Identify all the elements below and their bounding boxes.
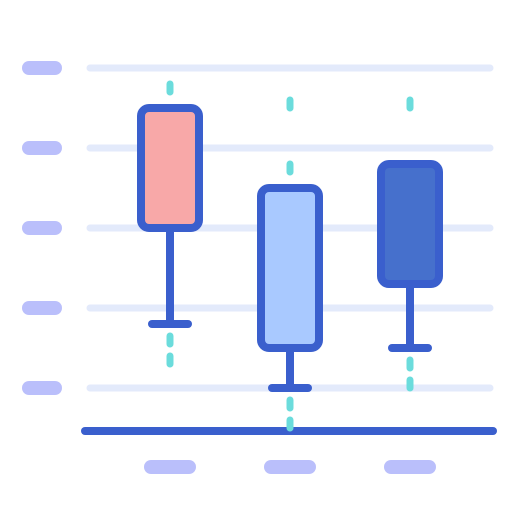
y-tick-label-3	[22, 221, 62, 235]
y-tick-label-5	[22, 61, 62, 75]
candle-2-body	[257, 184, 323, 352]
x-tick-label-1	[144, 460, 196, 474]
candle-3-body	[377, 160, 443, 288]
x-tick-label-3	[384, 460, 436, 474]
y-tick-label-4	[22, 141, 62, 155]
x-tick-label-2	[264, 460, 316, 474]
y-tick-label-1	[22, 381, 62, 395]
y-tick-label-2	[22, 301, 62, 315]
candle-1-body	[137, 104, 203, 232]
